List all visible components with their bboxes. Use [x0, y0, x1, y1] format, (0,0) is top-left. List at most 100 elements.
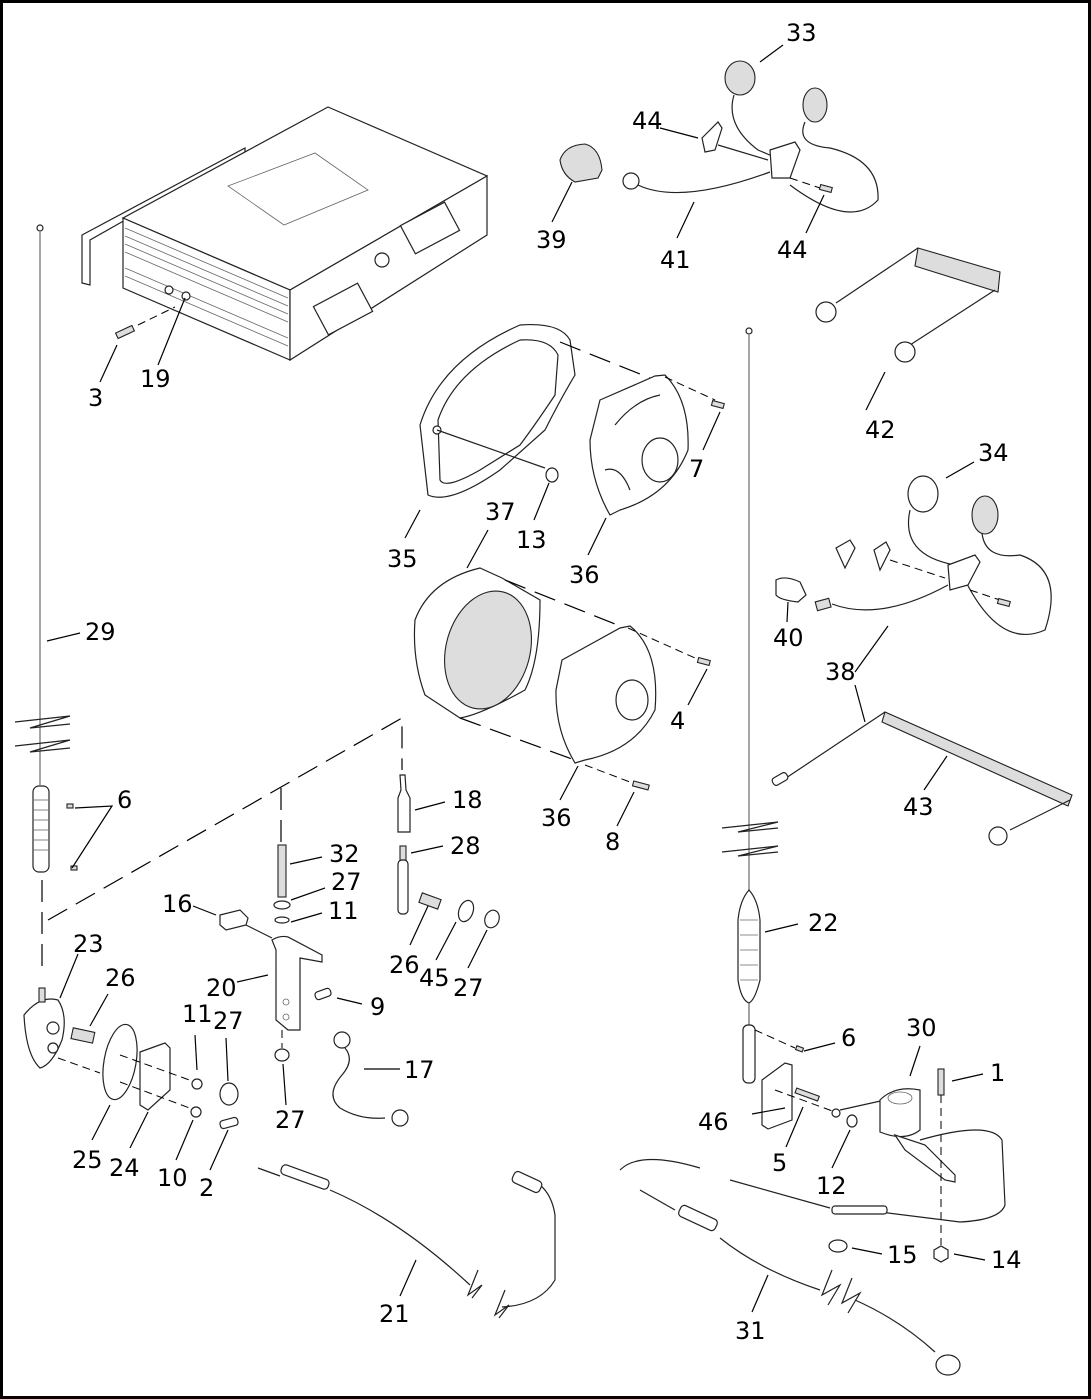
callout-45: 45 [419, 964, 450, 992]
callout-24: 24 [109, 1154, 140, 1182]
callout-27-base: 27 [213, 1007, 244, 1035]
callout-5: 5 [772, 1149, 788, 1177]
leader-6a [71, 805, 114, 869]
speaker-lower [413, 567, 711, 791]
leader-11a [194, 1034, 198, 1071]
leader-29 [46, 632, 81, 642]
leader-4 [687, 668, 708, 706]
leader-36a [587, 517, 607, 556]
leader-43 [923, 755, 948, 791]
callout-30: 30 [906, 1014, 937, 1042]
callout-6-right: 6 [841, 1024, 857, 1052]
callout-32: 32 [329, 840, 360, 868]
leader-40 [786, 601, 789, 623]
callout-28: 28 [450, 832, 481, 860]
leader-11b [290, 912, 323, 923]
callout-27-bracket: 27 [275, 1106, 306, 1134]
callout-34: 34 [978, 439, 1009, 467]
leader-42 [865, 371, 886, 411]
callout-4: 4 [670, 707, 686, 735]
leader-15 [851, 1247, 883, 1255]
callout-29: 29 [85, 618, 116, 646]
callout-6-left: 6 [117, 786, 133, 814]
leader-44b [805, 194, 825, 234]
callout-25: 25 [72, 1146, 103, 1174]
leader-25 [91, 1104, 111, 1141]
callout-12: 12 [816, 1172, 847, 1200]
callout-3: 3 [88, 384, 104, 412]
leader-18 [414, 801, 446, 811]
callout-33: 33 [786, 19, 817, 47]
antenna-adapter-parts [397, 774, 500, 929]
leader-10 [175, 1119, 194, 1161]
callout-17: 17 [404, 1056, 435, 1084]
callout-43: 43 [903, 793, 934, 821]
leader-9 [336, 997, 363, 1005]
speaker-upper [419, 323, 725, 516]
leader-16 [192, 905, 217, 916]
leader-2 [209, 1129, 229, 1171]
callout-26-adapter: 26 [389, 951, 420, 979]
radio-unit [81, 106, 489, 362]
leader-14 [953, 1253, 986, 1261]
callout-13: 13 [516, 526, 547, 554]
callout-16: 16 [162, 890, 193, 918]
callout-44-clip: 44 [632, 107, 663, 135]
callout-11-base: 11 [182, 1000, 213, 1028]
leader-26b [409, 905, 429, 946]
leader-12 [831, 1129, 851, 1169]
leader-46 [751, 1107, 786, 1115]
leader-1 [951, 1073, 984, 1082]
callout-36-lower: 36 [541, 804, 572, 832]
coil-cord-42 [815, 247, 1001, 363]
callout-27-stud: 27 [331, 868, 362, 896]
leader-23 [59, 953, 79, 999]
callout-2: 2 [199, 1174, 215, 1202]
leader-6b [803, 1042, 836, 1052]
leader-8 [616, 791, 635, 827]
callout-31: 31 [735, 1317, 766, 1345]
leader-31 [751, 1274, 769, 1313]
callout-27-adapter: 27 [453, 974, 484, 1002]
antenna-mast-right [721, 327, 805, 1084]
callout-8: 8 [605, 828, 621, 856]
leader-20 [236, 974, 269, 983]
callout-10: 10 [157, 1164, 188, 1192]
callout-9: 9 [370, 993, 386, 1021]
callout-41: 41 [660, 246, 691, 274]
callout-36-upper: 36 [569, 561, 600, 589]
callout-20: 20 [206, 974, 237, 1002]
leader-24 [129, 1111, 149, 1149]
antenna-cable-31 [639, 1189, 961, 1376]
leader-27b [290, 887, 326, 901]
leader-41 [676, 201, 695, 239]
antenna-base-right [619, 1062, 1006, 1263]
callout-38: 38 [825, 658, 856, 686]
callout-18: 18 [452, 786, 483, 814]
callout-46: 46 [698, 1108, 729, 1136]
leader-21 [399, 1259, 417, 1297]
leader-33 [759, 44, 784, 63]
callout-1: 1 [990, 1059, 1006, 1087]
leader-27d [467, 929, 488, 969]
callout-37: 37 [485, 498, 516, 526]
callout-40: 40 [773, 624, 804, 652]
leader-19 [157, 297, 186, 366]
leader-13 [533, 482, 550, 521]
alignment-line [47, 716, 403, 921]
leader-27a [225, 1037, 229, 1082]
leader-38a [854, 625, 889, 673]
leader-3 [99, 344, 118, 383]
leader-30 [909, 1045, 921, 1077]
leader-38b [854, 684, 866, 723]
callout-11-stud: 11 [328, 897, 359, 925]
callout-19: 19 [140, 365, 171, 393]
leader-34 [945, 461, 975, 479]
leader-37 [466, 529, 489, 569]
leader-7 [702, 411, 721, 451]
bracket-assembly [219, 844, 409, 1127]
leader-45 [435, 921, 457, 961]
